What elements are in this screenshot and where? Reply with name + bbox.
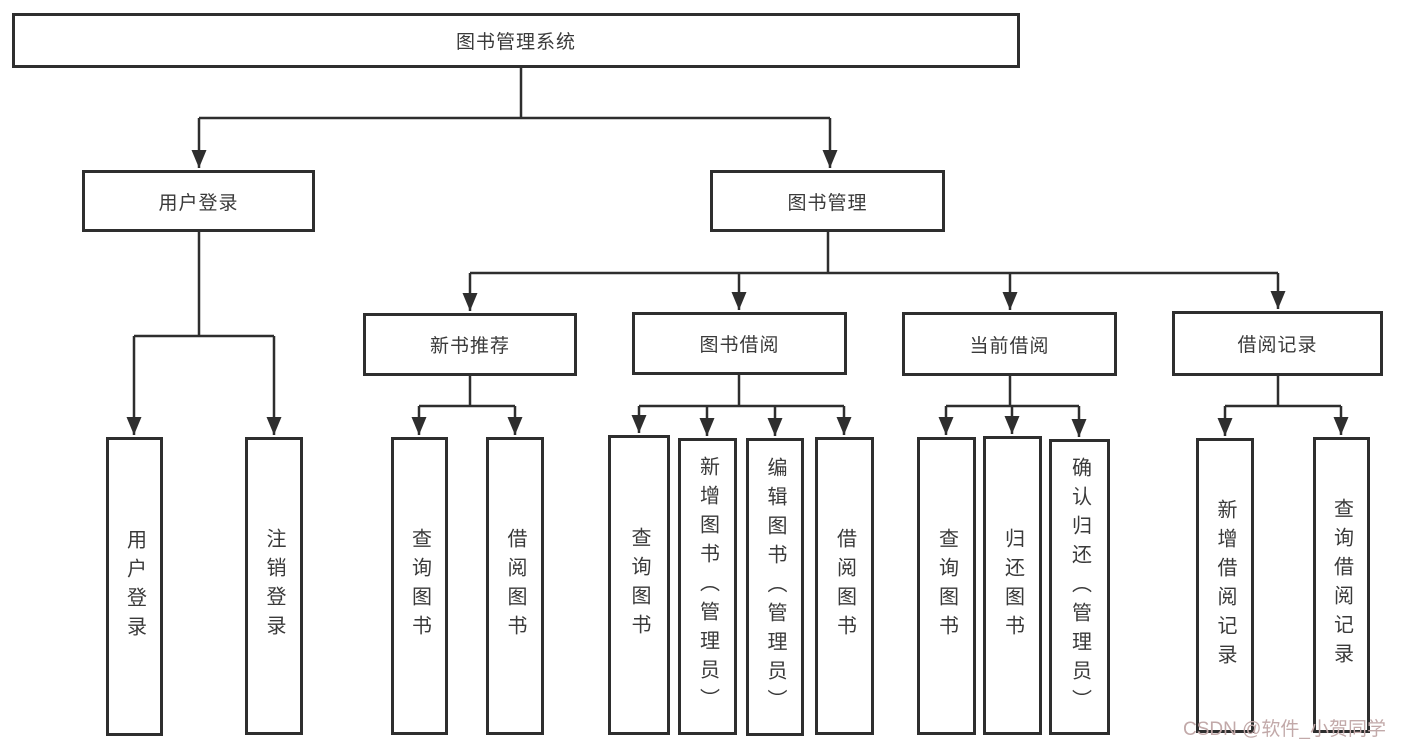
node-user-login-label: 用户登录 — [158, 192, 239, 214]
leaf-borrow-search-book-label: 查询图书 — [628, 527, 650, 643]
leaf-borrow-edit-book-admin-label: 编辑图书（管理员） — [764, 456, 786, 718]
leaf-recommend-borrow-book: 借阅图书 — [486, 437, 544, 735]
node-root: 图书管理系统 — [12, 13, 1020, 68]
node-borrow-records-label: 借阅记录 — [1237, 335, 1318, 356]
node-current-borrow: 当前借阅 — [902, 312, 1117, 376]
leaf-user-login: 用户登录 — [106, 437, 163, 736]
node-book-borrow-label: 图书借阅 — [699, 335, 780, 356]
node-borrow-records: 借阅记录 — [1172, 311, 1383, 376]
leaf-logout-login: 注销登录 — [245, 437, 303, 735]
node-new-book-recommend: 新书推荐 — [363, 313, 577, 376]
node-current-borrow-label: 当前借阅 — [969, 335, 1050, 357]
leaf-borrow-add-book-admin: 新增图书（管理员） — [678, 438, 737, 735]
csdn-watermark: CSDN @软件_小贺同学 — [1183, 719, 1386, 740]
leaf-borrow-add-book-admin-label: 新增图书（管理员） — [696, 456, 719, 717]
leaf-recommend-search-book: 查询图书 — [391, 437, 448, 735]
leaf-current-confirm-return-admin-label: 确认归还（管理员） — [1068, 456, 1091, 718]
leaf-records-search-record-label: 查询借阅记录 — [1330, 498, 1353, 672]
leaf-recommend-borrow-book-label: 借阅图书 — [504, 528, 526, 644]
node-book-management-label: 图书管理 — [787, 192, 868, 214]
leaf-user-login-label: 用户登录 — [123, 528, 146, 645]
leaf-current-return-book-label: 归还图书 — [1001, 527, 1024, 644]
leaf-records-add-record-label: 新增借阅记录 — [1214, 498, 1236, 673]
leaf-records-search-record: 查询借阅记录 — [1313, 437, 1370, 733]
node-user-login: 用户登录 — [82, 170, 315, 232]
node-new-book-recommend-label: 新书推荐 — [429, 336, 510, 357]
leaf-borrow-search-book: 查询图书 — [608, 435, 670, 735]
leaf-borrow-edit-book-admin: 编辑图书（管理员） — [746, 438, 804, 736]
leaf-current-confirm-return-admin: 确认归还（管理员） — [1049, 439, 1110, 735]
node-root-label: 图书管理系统 — [455, 32, 576, 53]
leaf-current-search-book-label: 查询图书 — [935, 528, 958, 644]
leaf-current-return-book: 归还图书 — [983, 436, 1042, 735]
leaf-current-search-book: 查询图书 — [917, 437, 976, 735]
leaf-borrow-borrow-book-label: 借阅图书 — [833, 528, 856, 644]
leaf-records-add-record: 新增借阅记录 — [1196, 438, 1254, 733]
leaf-borrow-borrow-book: 借阅图书 — [815, 437, 874, 735]
leaf-recommend-search-book-label: 查询图书 — [408, 528, 431, 644]
leaf-logout-login-label: 注销登录 — [263, 528, 285, 644]
node-book-borrow: 图书借阅 — [632, 312, 847, 375]
node-book-management: 图书管理 — [710, 170, 945, 232]
